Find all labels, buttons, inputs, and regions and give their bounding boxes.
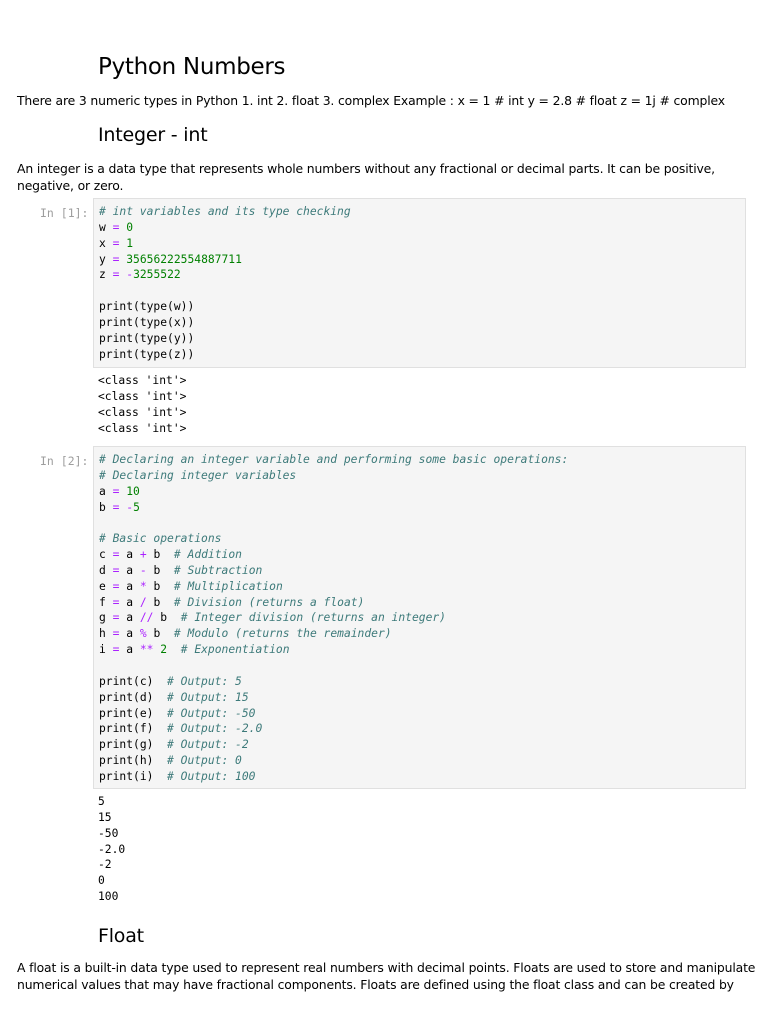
output-line: <class 'int'> (98, 389, 187, 403)
output-line: -2.0 (98, 842, 126, 856)
cell-output-2: 5 15 -50 -2.0 -2 0 100 (98, 794, 125, 905)
page-title: Python Numbers (98, 54, 286, 80)
code-cell-1[interactable]: # int variables and its type checking w … (93, 198, 746, 368)
code-comment: # int variables and its type checking (99, 205, 351, 218)
output-line: 100 (98, 890, 119, 904)
code-block[interactable]: # Declaring an integer variable and perf… (99, 453, 569, 783)
int-description: An integer is a data type that represent… (17, 161, 715, 193)
code-cell-2[interactable]: # Declaring an integer variable and perf… (93, 446, 746, 789)
output-line: 0 (98, 874, 105, 888)
code-block[interactable]: # int variables and its type checking w … (99, 205, 351, 361)
cell-output-1: <class 'int'> <class 'int'> <class 'int'… (98, 373, 186, 436)
output-line: 15 (98, 810, 112, 824)
intro-text: There are 3 numeric types in Python 1. i… (17, 93, 725, 108)
cell-prompt: In [1]: (40, 206, 89, 220)
section-heading-int: Integer - int (98, 124, 208, 146)
cell-prompt: In [2]: (40, 454, 89, 468)
output-line: <class 'int'> (98, 374, 187, 387)
output-line: <class 'int'> (98, 405, 187, 419)
output-line: -2 (98, 858, 112, 872)
float-description: A float is a built-in data type used to … (17, 960, 756, 992)
output-line: <class 'int'> (98, 421, 187, 435)
section-heading-float: Float (98, 925, 144, 947)
output-line: -50 (98, 826, 119, 840)
output-line: 5 (98, 795, 105, 808)
